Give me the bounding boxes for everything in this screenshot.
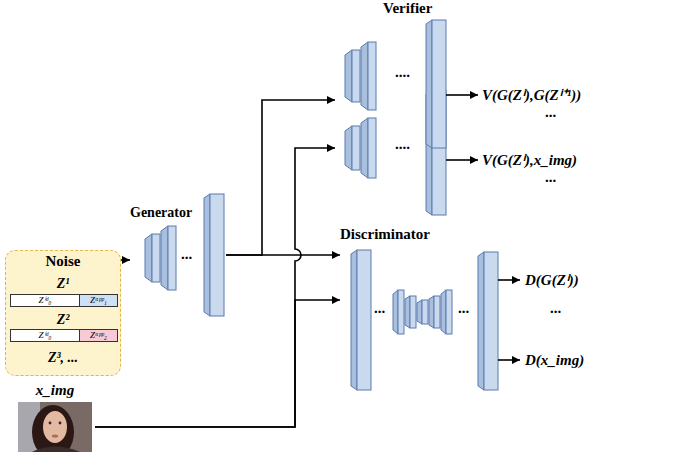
ellipsis-label: ... xyxy=(550,300,561,317)
layer-block xyxy=(434,296,440,328)
layer-block xyxy=(368,42,376,110)
node-label: Verifier xyxy=(383,0,432,17)
output-label: V(G(Zⁱ),x_img) xyxy=(482,151,577,169)
output-wire xyxy=(498,359,520,361)
layer-ellipsis: .... xyxy=(395,136,410,153)
layer-side xyxy=(426,20,432,148)
photo-mouth xyxy=(52,435,58,438)
latent-segment: Zᵃᵖᵖ₁ xyxy=(80,294,118,307)
layer-block xyxy=(152,234,160,282)
layer-block xyxy=(210,194,224,316)
layer-side xyxy=(405,296,410,328)
photo-eye xyxy=(49,422,52,425)
layer-block xyxy=(432,20,446,148)
node-label: Noise xyxy=(46,253,81,270)
layer-side xyxy=(478,252,484,390)
layer-block xyxy=(352,126,360,170)
layer-block xyxy=(357,250,371,390)
photo-shoulders xyxy=(26,447,86,453)
noise-box: NoiseZ¹ Z² Z³, ... Zⁱᵈ₀ Zᵃᵖᵖ₁ Zⁱᵈ₀ Zᵃᵖᵖ₂ xyxy=(5,250,121,376)
layer-side xyxy=(345,50,352,102)
node-label: Zᵃᵖᵖ₂ xyxy=(90,330,107,341)
output-wire xyxy=(498,279,520,281)
latent-segment: Zⁱᵈ₀ xyxy=(10,294,80,307)
output-label: D(x_img) xyxy=(525,351,584,369)
verifier-network: .... xyxy=(335,112,452,218)
layer-ellipsis: ... xyxy=(181,246,192,263)
photo-eye xyxy=(59,422,62,425)
layer-side xyxy=(361,42,368,110)
node-label: Z¹ xyxy=(57,275,70,292)
ellipsis-label: ... xyxy=(545,104,556,121)
node-label: Zᵃᵖᵖ₁ xyxy=(90,295,107,306)
node-label: Generator xyxy=(130,204,192,221)
layer-block xyxy=(352,50,360,102)
node-label: Zⁱᵈ₀ xyxy=(39,330,52,341)
layer-ellipsis: ... xyxy=(374,300,385,317)
layer-side xyxy=(417,300,422,324)
node-label: Zⁱᵈ₀ xyxy=(39,295,52,306)
connector-arrow xyxy=(95,148,335,427)
layer-ellipsis: .... xyxy=(395,64,410,81)
layer-side xyxy=(351,250,357,390)
connector-arrow xyxy=(226,254,340,256)
photo-hair xyxy=(32,405,74,452)
layer-ellipsis: ... xyxy=(458,300,469,317)
layer-block xyxy=(398,290,404,334)
latent-segment: Zⁱᵈ₀ xyxy=(10,329,80,342)
ellipsis-label: ... xyxy=(545,169,556,186)
connector-arrow xyxy=(226,100,335,255)
layer-block xyxy=(446,290,452,334)
connector-arrow xyxy=(95,300,340,427)
connector-arrow xyxy=(121,259,130,261)
layer-side xyxy=(204,194,210,316)
layer-side xyxy=(441,290,446,334)
layer-side xyxy=(345,126,352,170)
layer-side xyxy=(161,226,168,290)
layer-side xyxy=(145,234,152,282)
node-label: x_img xyxy=(36,382,74,399)
output-wire xyxy=(446,159,478,161)
output-label: D(G(Zⁱ)) xyxy=(525,271,579,289)
layer-side xyxy=(361,118,368,178)
node-label: Z² xyxy=(57,311,70,328)
verifier-network: Verifier.... xyxy=(335,0,452,152)
layer-side xyxy=(429,296,434,328)
output-label: V(G(Zⁱ),G(Zⁱ⁺¹)) xyxy=(482,86,581,104)
node-label: Discriminator xyxy=(340,226,430,243)
discriminator-network: Discriminator...... xyxy=(340,226,500,394)
layer-block xyxy=(368,118,376,178)
layer-block xyxy=(422,300,428,324)
layer-block xyxy=(168,226,176,290)
layer-side xyxy=(393,290,398,334)
layer-block xyxy=(410,296,416,328)
node-label: Z³, ... xyxy=(48,349,78,366)
output-wire xyxy=(446,94,478,96)
photo-face xyxy=(43,411,67,443)
generator-network: Generator... xyxy=(130,192,226,318)
layer-block xyxy=(484,252,498,390)
latent-segment: Zᵃᵖᵖ₂ xyxy=(80,329,118,342)
image-input: x_img xyxy=(15,382,95,454)
